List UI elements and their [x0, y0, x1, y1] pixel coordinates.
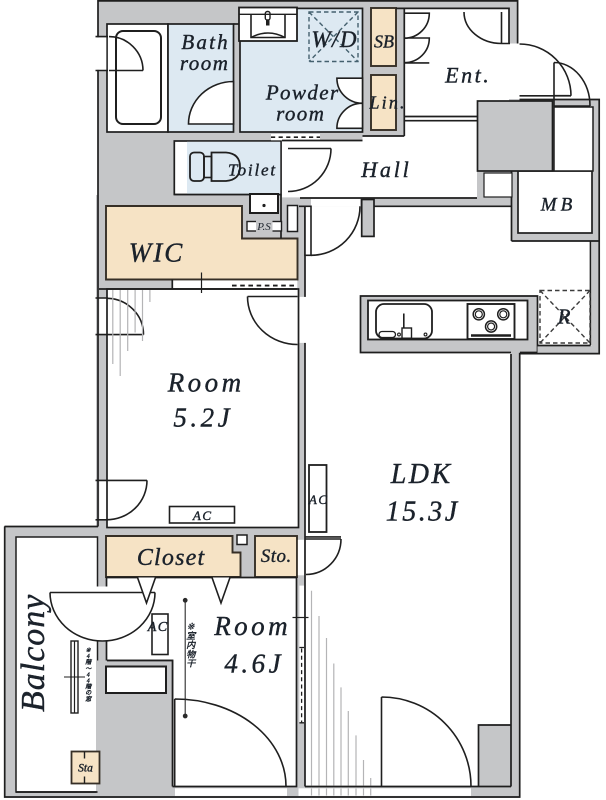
svg-text:P.S: P.S [256, 221, 271, 233]
svg-text:4: 4 [87, 678, 90, 685]
svg-text:15.3J: 15.3J [386, 497, 460, 528]
svg-text:R: R [557, 305, 571, 329]
svg-text:Room: Room [213, 611, 291, 641]
svg-text:room: room [180, 51, 230, 75]
svg-text:階: 階 [85, 684, 92, 691]
svg-text:AC: AC [192, 508, 213, 523]
svg-text:Toilet: Toilet [228, 161, 277, 180]
svg-text:Powder: Powder [265, 81, 340, 105]
svg-text:WIC: WIC [129, 238, 185, 268]
svg-text:AC: AC [308, 492, 329, 507]
svg-text:AC: AC [147, 620, 169, 635]
svg-text:Closet: Closet [137, 545, 206, 571]
svg-text:室: 室 [186, 631, 197, 641]
svg-text:※: ※ [187, 622, 195, 632]
svg-text:物: 物 [186, 649, 197, 659]
svg-text:Lin.: Lin. [368, 93, 406, 113]
svg-text:SB: SB [374, 32, 394, 52]
svg-text:MB: MB [540, 195, 576, 216]
svg-text:Balcony: Balcony [15, 594, 52, 712]
svg-text:の: の [85, 690, 92, 697]
svg-text:Bath: Bath [181, 30, 229, 54]
svg-text:Hall: Hall [360, 157, 411, 182]
svg-text:room: room [276, 102, 325, 126]
svg-text:〜: 〜 [85, 666, 92, 672]
svg-text:W/D: W/D [311, 27, 358, 52]
svg-text:Ent.: Ent. [444, 63, 491, 88]
svg-text:内: 内 [186, 640, 196, 650]
svg-text:Sta: Sta [78, 763, 93, 775]
svg-text:窓: 窓 [85, 695, 92, 703]
svg-text:4: 4 [87, 671, 90, 678]
svg-text:Sto.: Sto. [261, 546, 292, 567]
svg-text:※: ※ [86, 647, 92, 654]
svg-text:5.2J: 5.2J [173, 403, 233, 433]
svg-text:Room: Room [167, 368, 245, 398]
svg-text:階: 階 [85, 659, 92, 666]
svg-text:4: 4 [87, 653, 90, 660]
svg-text:LDK: LDK [390, 459, 453, 490]
svg-text:4.6J: 4.6J [224, 649, 284, 679]
svg-text:干: 干 [186, 659, 196, 669]
